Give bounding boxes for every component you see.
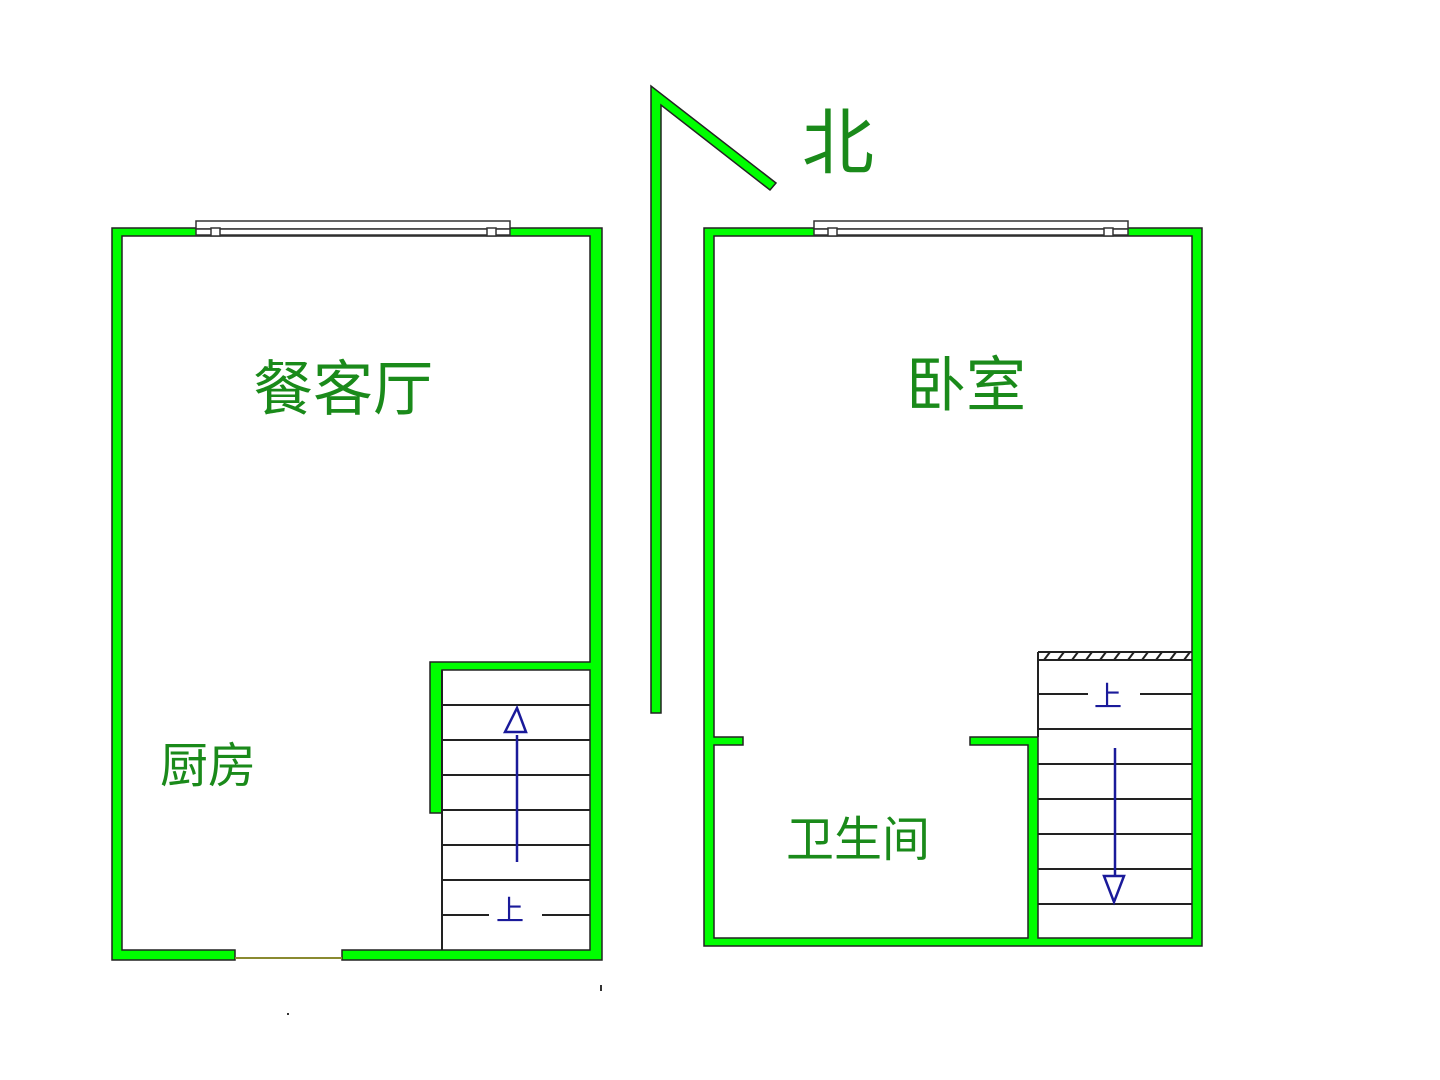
stray-mark — [600, 985, 602, 991]
right-stairs: 上 — [1037, 651, 1192, 906]
left-stairs: 上 — [441, 670, 590, 950]
right-stair-up-label: 上 — [1094, 680, 1122, 713]
room-label-living-dining: 餐客厅 — [253, 355, 433, 425]
right-unit-walls — [703, 227, 1203, 947]
left-window — [195, 220, 511, 237]
north-label: 北 — [802, 101, 874, 185]
right-unit: 上 卧室 卫生间 — [703, 220, 1203, 947]
left-stair-up-label: 上 — [496, 894, 524, 927]
room-label-bathroom: 卫生间 — [786, 812, 930, 868]
room-label-bedroom: 卧室 — [906, 351, 1026, 421]
left-unit-walls — [111, 227, 603, 961]
north-arrow: 北 — [650, 84, 874, 714]
room-label-kitchen: 厨房 — [160, 738, 256, 794]
right-window — [813, 220, 1129, 237]
stray-dot — [287, 1013, 289, 1015]
left-unit: 上 餐客厅 厨房 — [111, 220, 603, 961]
